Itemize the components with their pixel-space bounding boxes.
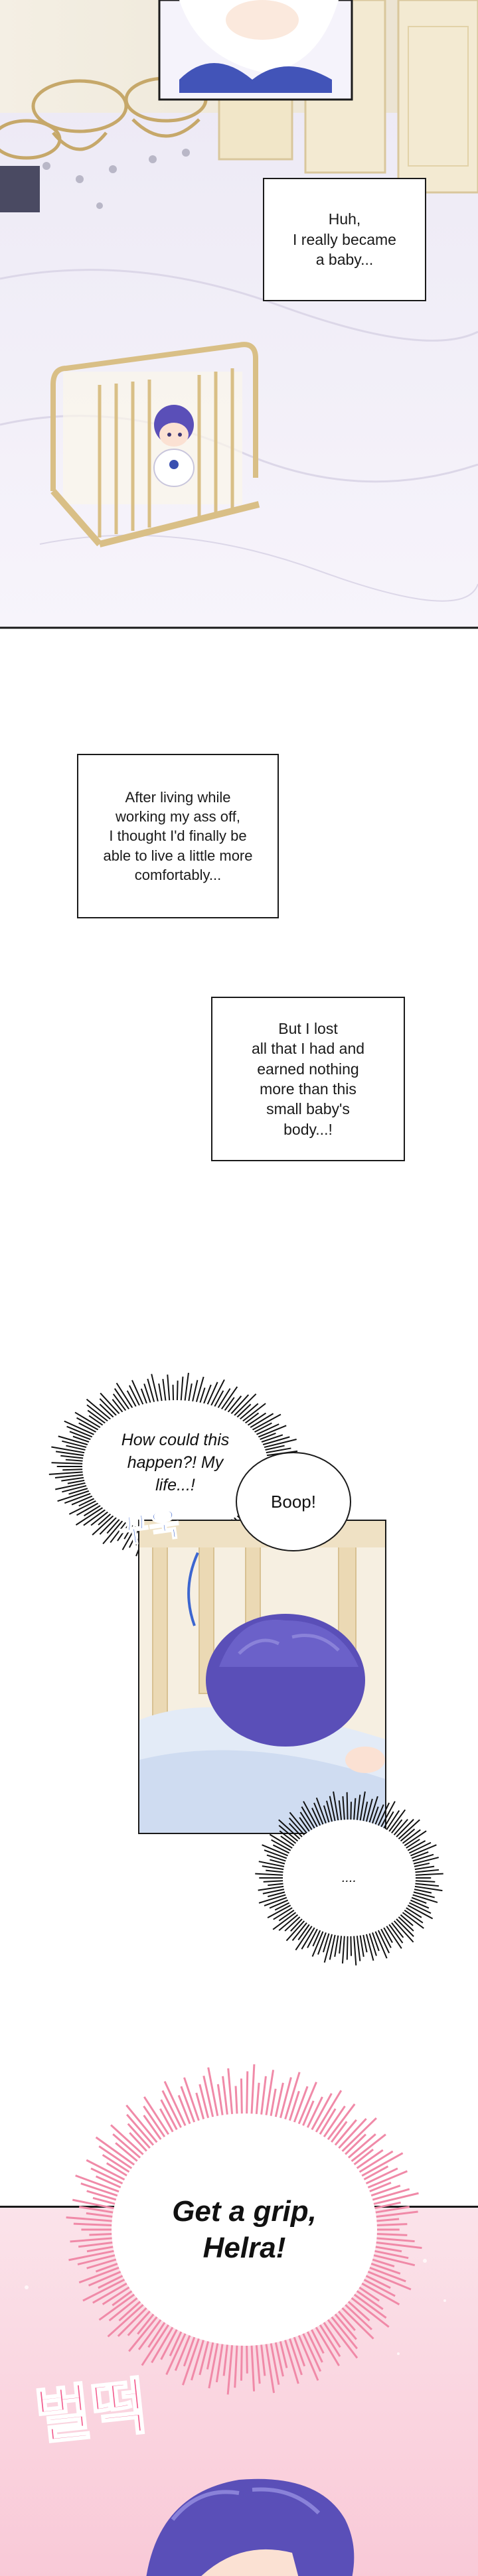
round-bubble-boop: [236, 1452, 351, 1551]
bubble-how-could-this-happen: How could this happen?! My life...!: [121, 1431, 230, 1494]
bubble-get-a-grip: Get a grip, Helra!: [172, 2195, 317, 2264]
caption-after-living: After living while working my ass off, I…: [77, 754, 279, 918]
caption-became-baby: Huh, I really became a baby...: [263, 178, 426, 301]
caption-lost-everything: But I lost all that I had and earned not…: [211, 997, 405, 1161]
baby-closeup-illustration: [139, 1521, 385, 1833]
nursery-illustration: [0, 0, 478, 629]
nursery-panel: [0, 0, 478, 629]
spiky-burst-grip: [66, 2064, 422, 2395]
spiky-burst-life: [48, 1372, 301, 1561]
motion-lines: [187, 1552, 199, 1626]
crib-closeup-panel: [138, 1520, 386, 1834]
sfx-squeeze: 꾸욱: [116, 1504, 183, 1551]
bubble-boop: Boop!: [271, 1491, 316, 1512]
bubble-ellipsis: ....: [341, 1870, 357, 1885]
sfx-jolt: 벌떡: [31, 2370, 152, 2454]
spiky-burst-dots: [255, 1791, 443, 1966]
